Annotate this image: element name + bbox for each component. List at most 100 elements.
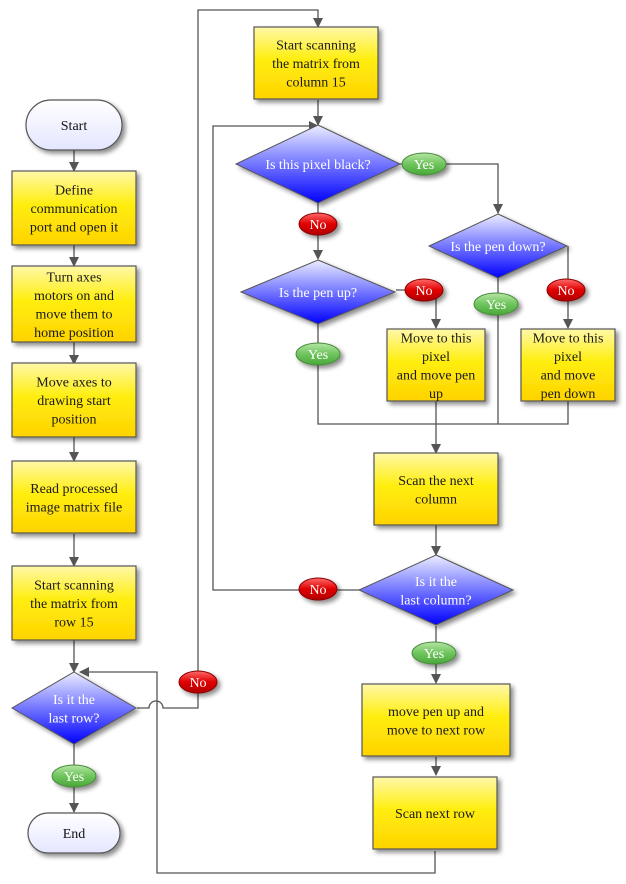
node-text-line: and move pen [397,368,476,383]
node-next-col: Scan the next column [373,452,499,526]
edge-lastcol-no-pixel [212,121,360,591]
process-box [11,362,137,438]
node-move-axes: Move axes to drawing start position [11,362,137,438]
edge-label-pixel-black-no: No [298,212,338,236]
node-last-col: Is it the last column? [357,554,515,626]
no-badge [298,577,338,601]
edge-label-text: No [189,676,206,691]
node-start-row: Start scanning the matrix from row 15 [11,565,137,641]
edge-label-text: No [415,284,432,299]
node-text-line: Is this pixel black? [265,158,370,173]
edge-label-text: No [309,583,326,598]
node-text-line: motors on and [34,289,114,304]
edge-label-text: Yes [308,348,328,363]
terminal-pill [25,99,123,151]
node-text-line: Scan next row [395,807,476,822]
edge-label-text: No [309,218,326,233]
node-text-line: the matrix from [30,597,118,612]
edge-label-pen-up-no: No [404,278,444,302]
node-text-line: Read processed [30,482,117,497]
no-badge [404,278,444,302]
node-text-line: column 15 [286,76,346,91]
node-start: Start [25,99,123,151]
node-next-row: Scan next row [372,776,498,850]
edge-label-last-row-yes: Yes [51,764,97,788]
node-text-line: Is it the [53,693,95,708]
process-box [253,26,379,100]
edge-label-text: Yes [424,647,444,662]
node-read-matrix: Read processed image matrix file [11,460,137,534]
node-text-line: last row? [49,711,100,726]
process-box [373,452,499,526]
yes-badge [473,292,519,316]
node-text-line: last column? [400,593,471,608]
edge-label-text: No [557,284,574,299]
node-text-line: port and open it [30,221,118,236]
edge-lastrow-no-startcol [137,9,323,709]
process-box [372,776,498,850]
node-text-line: column [415,492,457,507]
edge-label-text: Yes [486,298,506,313]
node-pen-down-q: Is the pen down? [427,213,569,279]
node-define-port: Define communication port and open it [11,170,137,246]
node-text-line: Turn axes [46,270,101,285]
edge-label-last-col-yes: Yes [411,641,457,665]
node-text-line: pixel [554,350,582,365]
node-move-pen-down: Move to this pixel and move pen down [520,328,616,402]
yes-badge [411,641,457,665]
decision-diamond [234,124,402,204]
node-text-line: move them to [36,307,113,322]
process-box [11,265,137,343]
node-text-line: Move to this [401,331,472,346]
decision-diamond [11,671,137,745]
node-end: End [27,812,121,854]
node-text-line: pen down [541,387,596,402]
edge-label-pen-down-yes: Yes [473,292,519,316]
node-pixel-black: Is this pixel black? [234,124,402,204]
edge-label-last-row-no: No [178,670,218,694]
node-text-line: up [429,387,443,402]
no-badge [298,212,338,236]
edge-nextrow-lastrow [79,667,436,874]
node-text-line: Move to this [533,331,604,346]
no-badge [546,278,586,302]
node-last-row: Is it the last row? [11,671,137,745]
edge-label-pixel-black-yes: Yes [401,152,447,176]
yes-badge [401,152,447,176]
node-text-line: Is it the [415,575,457,590]
node-text-line: communication [30,202,117,217]
process-box [11,460,137,534]
node-text-line: drawing start [37,394,111,409]
node-text-line: the matrix from [272,57,360,72]
edge-label-pen-down-no: No [546,278,586,302]
node-text-line: Start scanning [34,579,114,594]
edge-label-text: Yes [64,770,84,785]
node-text-line: Is the pen down? [450,240,545,255]
node-text-line: Define [55,184,93,199]
yes-badge [51,764,97,788]
node-text-line: Scan the next [398,474,474,489]
process-box [11,170,137,246]
node-text-line: Start scanning [276,39,356,54]
edge-movedown-merge [436,401,569,425]
edge-label-last-col-no: No [298,577,338,601]
no-badge [178,670,218,694]
node-text-line: position [51,413,96,428]
yes-badge [295,342,341,366]
node-text-line: row 15 [54,616,93,631]
node-text-line: and move [541,368,596,383]
process-box [520,328,616,402]
node-text-line: image matrix file [26,500,122,515]
process-box [386,328,486,402]
node-text-line: End [63,827,86,842]
edge-label-text: Yes [414,158,434,173]
node-text-line: Move axes to [36,376,111,391]
node-text-line: move to next row [387,723,486,738]
node-text-line: Start [61,119,88,134]
decision-diamond [239,259,397,325]
edge-label-pen-up-yes: Yes [295,342,341,366]
